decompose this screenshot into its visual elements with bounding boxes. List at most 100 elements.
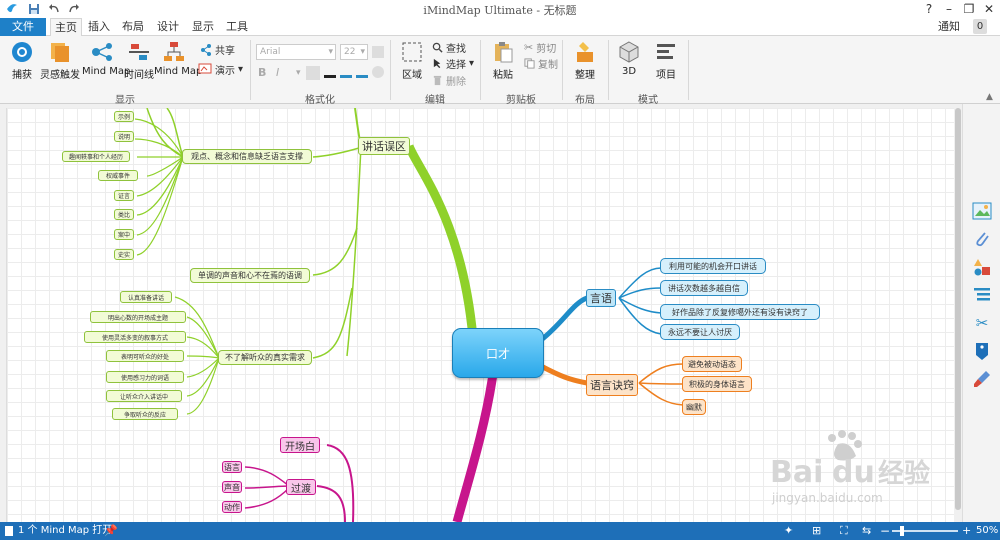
tab-design[interactable]: 设计 xyxy=(157,20,179,33)
find-button[interactable]: 查找 xyxy=(432,40,466,55)
region-button[interactable]: 区域 xyxy=(398,40,426,81)
topic-yanyu-child-3[interactable]: 好作品除了反复修噶外还有没有诀窍了 xyxy=(660,304,820,320)
paste-button[interactable]: 粘贴 xyxy=(488,40,518,81)
attachment-icon[interactable] xyxy=(971,228,993,250)
topic-mistake-1-child-5[interactable]: 证言 xyxy=(114,190,134,201)
topic-mistake-3[interactable]: 不了解听众的真实需求 xyxy=(218,350,312,365)
topic-language-tips-child-1[interactable]: 避免被动语态 xyxy=(682,356,742,372)
list-icon[interactable] xyxy=(971,284,993,306)
topic-mistake-1-child-6[interactable]: 类比 xyxy=(114,209,134,220)
scissors-icon[interactable]: ✂ xyxy=(975,314,989,332)
share-button[interactable]: 共享 xyxy=(200,42,235,57)
tab-tools[interactable]: 工具 xyxy=(226,20,248,33)
notify-label[interactable]: 通知 xyxy=(938,20,960,33)
view-mode-icon[interactable]: ✦ xyxy=(784,524,794,537)
topic-yanyu-child-1[interactable]: 利用可能的机会开口讲话 xyxy=(660,258,766,274)
tab-insert[interactable]: 插入 xyxy=(88,20,110,33)
topic-language-tips-child-3[interactable]: 幽默 xyxy=(682,399,706,415)
topic-mistake-1-child-2[interactable]: 说明 xyxy=(114,131,134,142)
topic-transition-child-1[interactable]: 语言 xyxy=(222,461,242,473)
delete-button[interactable]: 删除 xyxy=(432,73,466,88)
topic-mistake-1-child-1[interactable]: 示例 xyxy=(114,111,134,122)
brush-icon[interactable] xyxy=(971,368,993,390)
vertical-scrollbar[interactable] xyxy=(954,108,962,522)
topic-mistake-1-child-4[interactable]: 权威事件 xyxy=(98,170,138,181)
tag-icon[interactable] xyxy=(971,340,993,362)
brainstorm-button[interactable]: 灵感触发 xyxy=(40,40,80,81)
shapes-icon[interactable] xyxy=(971,256,993,278)
central-topic[interactable]: 口才 xyxy=(452,328,544,378)
topic-yanyu-child-4[interactable]: 永远不要让人讨厌 xyxy=(660,324,740,340)
arrange-button[interactable]: 整理 xyxy=(570,40,600,81)
close-button[interactable]: ✕ xyxy=(983,2,995,16)
topic-language-tips-child-2[interactable]: 积极的身体语言 xyxy=(682,376,752,392)
topic-yanyu[interactable]: 言语 xyxy=(586,289,616,307)
italic-button[interactable]: I xyxy=(276,66,280,79)
help-button[interactable]: ? xyxy=(925,2,933,16)
3d-button[interactable]: 3D xyxy=(616,40,642,77)
region-icon xyxy=(402,42,422,62)
minimize-button[interactable]: – xyxy=(946,2,952,16)
project-button[interactable]: 项目 xyxy=(652,40,680,81)
format-brush-icon[interactable] xyxy=(306,66,320,80)
undo-icon[interactable] xyxy=(46,1,62,17)
project-label: 项目 xyxy=(656,70,676,81)
blue-main-branch xyxy=(539,295,589,342)
topic-transition-child-2[interactable]: 声音 xyxy=(222,481,242,493)
zoom-slider[interactable] xyxy=(892,522,958,540)
font-size-select[interactable]: 22▾ xyxy=(340,44,368,60)
tab-layout[interactable]: 布局 xyxy=(122,20,144,33)
vertical-scrollbar-thumb[interactable] xyxy=(955,108,961,510)
topic-mistake-3-child-6[interactable]: 让听众介入讲话中 xyxy=(106,390,182,402)
topic-transition-child-3[interactable]: 动作 xyxy=(222,501,242,513)
bold-button[interactable]: B xyxy=(258,66,267,79)
topic-opening[interactable]: 开场白 xyxy=(280,437,320,453)
fit-page-icon[interactable]: ⛶ xyxy=(840,524,848,537)
copy-button[interactable]: 复制 xyxy=(524,56,558,71)
topic-mistake-3-child-2[interactable]: 明出心数的开场成主题 xyxy=(90,311,186,323)
tab-file[interactable]: 文件 xyxy=(0,18,46,36)
topic-speech-mistakes[interactable]: 讲话误区 xyxy=(358,137,410,155)
redo-icon[interactable] xyxy=(66,1,82,17)
format-more-dropdown[interactable]: ▾ xyxy=(296,68,301,78)
topic-mistake-1-child-7[interactable]: 案中 xyxy=(114,229,134,240)
line-color-icon[interactable] xyxy=(340,66,352,78)
topic-mistake-2[interactable]: 单调的声音和心不在焉的语调 xyxy=(190,268,310,283)
tab-view[interactable]: 显示 xyxy=(192,20,214,33)
topic-mistake-3-child-7[interactable]: 争取听众的反应 xyxy=(112,408,178,420)
present-button[interactable]: 演示▾ xyxy=(198,62,243,77)
topic-mistake-3-child-5[interactable]: 使用感习力的词语 xyxy=(106,371,184,383)
style-icon[interactable] xyxy=(372,66,384,78)
timeline-button[interactable]: 时间线 xyxy=(124,40,154,81)
font-name-select[interactable]: Arial▾ xyxy=(256,44,336,60)
fit-width-icon[interactable]: ⇆ xyxy=(862,524,872,537)
select-button[interactable]: 选择▾ xyxy=(432,56,474,71)
topic-mistake-3-child-4[interactable]: 表明可听众的好处 xyxy=(106,350,184,362)
zoom-in-button[interactable]: + xyxy=(962,524,972,537)
image-icon[interactable] xyxy=(971,200,993,222)
mindmap2-button[interactable]: Mind Map xyxy=(154,40,202,77)
text-format-icon[interactable] xyxy=(372,46,384,58)
topic-transition[interactable]: 过渡 xyxy=(286,479,316,495)
topic-mistake-3-child-1[interactable]: 认真准备讲话 xyxy=(120,291,172,303)
fill-color-icon[interactable] xyxy=(356,66,368,78)
topic-mistake-1-child-8[interactable]: 史实 xyxy=(114,249,134,260)
save-icon[interactable] xyxy=(26,1,42,17)
text-color-icon[interactable] xyxy=(324,66,336,78)
topic-yanyu-child-2[interactable]: 讲话次数越多越自信 xyxy=(660,280,748,296)
timeline-label: 时间线 xyxy=(124,70,154,81)
zoom-level: 50% xyxy=(976,525,999,536)
restore-button[interactable]: ❐ xyxy=(963,2,975,16)
cut-button[interactable]: ✂ 剪切 xyxy=(524,40,556,55)
topic-language-tips[interactable]: 语言诀窍 xyxy=(586,374,638,396)
topic-mistake-3-child-3[interactable]: 使用灵活多变的叙事方式 xyxy=(84,331,186,343)
grid-toggle-icon[interactable]: ⊞ xyxy=(812,524,822,537)
zoom-out-button[interactable]: − xyxy=(880,524,891,538)
topic-mistake-1[interactable]: 观点、概念和信息缺乏语言支撑 xyxy=(182,149,312,164)
tab-home[interactable]: 主页 xyxy=(50,18,82,37)
mindmap-button[interactable]: Mind Map xyxy=(82,40,130,77)
capture-button[interactable]: 捕获 xyxy=(6,40,38,81)
pin-icon[interactable]: 📌 xyxy=(104,524,118,537)
topic-mistake-1-child-3[interactable]: 趣闻轶事和个人经历 xyxy=(62,151,130,162)
collapse-ribbon-icon[interactable]: ▲ xyxy=(986,92,993,102)
